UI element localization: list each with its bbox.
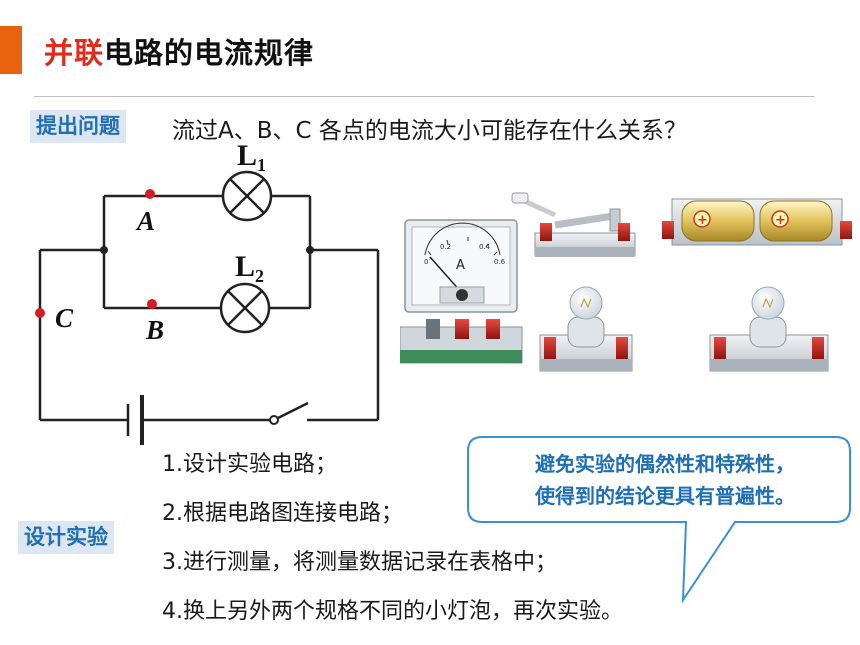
lamp-l1-icon	[221, 170, 273, 222]
step-list: 1.设计实验电路； 2.根据电路图连接电路； 3.进行测量，将测量数据记录在表格…	[162, 448, 623, 644]
list-item: 2.根据电路图连接电路；	[162, 501, 403, 526]
list-item: 1.设计实验电路；	[162, 452, 337, 477]
callout-line-1: 避免实验的偶然性和特殊性，	[535, 452, 795, 476]
page-title: 并联电路的电流规律	[44, 30, 314, 72]
switch-pivot	[269, 415, 279, 425]
ammeter-scale-0: 0	[424, 258, 428, 266]
lamp-l1-sub: 1	[257, 155, 266, 175]
point-c-dot	[35, 308, 45, 318]
ammeter-letter: A	[456, 258, 465, 273]
junction-right	[306, 246, 314, 254]
design-tag: 设计实验	[18, 521, 114, 555]
point-b-dot	[147, 299, 157, 309]
battery-pack-icon: + +	[662, 198, 852, 246]
question-text: 流过A、B、C 各点的电流大小可能存在什么关系？	[172, 118, 687, 144]
ammeter-icon: 0 0.2 0.4 0.6 A	[400, 219, 523, 364]
lamp-l2-label: L2	[235, 250, 264, 286]
svg-text:+: +	[775, 213, 786, 228]
question-tag: 提出问题	[30, 110, 126, 144]
equipment-panel: 0 0.2 0.4 0.6 A + +	[400, 192, 852, 372]
accent-bar	[0, 26, 22, 74]
point-a-dot	[145, 189, 155, 199]
list-item: 3.进行测量，将测量数据记录在表格中；	[162, 550, 557, 575]
callout-text: 避免实验的偶然性和特殊性， 使得到的结论更具有普遍性。	[478, 448, 852, 512]
bulb-holder-icon	[539, 286, 633, 372]
circuit-diagram: A B C L1 L2	[35, 139, 380, 445]
point-b-label: B	[145, 315, 164, 345]
junction-left	[100, 246, 108, 254]
bulb-holder-icon	[709, 286, 829, 372]
callout-line-2: 使得到的结论更具有普遍性。	[535, 484, 795, 508]
title-rest: 电路的电流规律	[104, 36, 315, 70]
title-divider	[34, 96, 814, 97]
lamp-l2-icon	[219, 282, 271, 334]
title-highlight: 并联	[44, 36, 105, 70]
point-c-label: C	[55, 303, 74, 333]
ammeter-scale-02: 0.2	[440, 243, 451, 251]
ammeter-scale-06: 0.6	[494, 258, 506, 266]
lamp-l1-label: L1	[237, 139, 266, 175]
point-a-label: A	[135, 206, 155, 236]
ammeter-scale-04: 0.4	[479, 243, 491, 251]
knife-switch-icon	[511, 192, 636, 257]
lamp-l2-sub: 2	[255, 266, 264, 286]
list-item: 4.换上另外两个规格不同的小灯泡，再次实验。	[162, 599, 623, 624]
svg-text:+: +	[697, 213, 708, 228]
